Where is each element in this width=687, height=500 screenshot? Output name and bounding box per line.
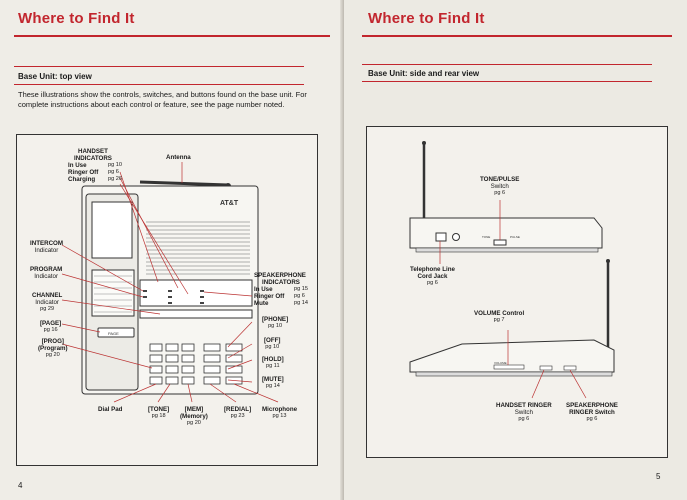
- callout-leader-lines: [61, 162, 279, 403]
- title-rule: [14, 35, 330, 37]
- mute-key-callout: [MUTE]pg 14: [262, 376, 284, 389]
- section-rule: [14, 66, 304, 67]
- dc-jack-drawing: [452, 233, 460, 241]
- section-rule: [14, 84, 304, 85]
- handset-ringer-switch-drawing: [539, 365, 553, 371]
- prog-key-callout: [PROG](Program)pg 20: [38, 338, 68, 358]
- antenna-callout: Antenna: [166, 154, 191, 161]
- tone-marking: TONE: [482, 235, 490, 239]
- tone-key-callout: [TONE]pg 18: [148, 406, 170, 419]
- side-rear-illustration-frame: [366, 126, 668, 458]
- channel-strip-drawing: [139, 309, 253, 319]
- page-title: Where to Find It: [18, 10, 135, 27]
- volume-marking: VOLUME: [494, 361, 507, 365]
- page-key-text: PAGE: [108, 331, 119, 336]
- brand-logo: AT&T: [220, 200, 239, 207]
- dial-pad-callout: Dial Pad: [98, 406, 123, 413]
- page-number: 5: [656, 472, 661, 481]
- off-key-callout: [OFF]pg 10: [264, 337, 281, 350]
- section-rule: [362, 64, 652, 65]
- top-view-illustration: AT&T PAGE: [61, 162, 279, 403]
- page-title: Where to Find It: [368, 10, 485, 27]
- tone-pulse-switch-drawing: [493, 239, 507, 246]
- side-body-drawing: [409, 339, 615, 373]
- hold-key-callout: [HOLD]pg 11: [262, 356, 284, 369]
- handset-display-drawing: [91, 201, 133, 259]
- section-rule: [362, 81, 652, 82]
- left-page: Where to Find It Base Unit: top view The…: [0, 0, 344, 500]
- indicator-panel-rows: [143, 290, 204, 304]
- volume-control-drawing: [493, 364, 525, 370]
- pulse-marking: PULSE: [510, 235, 520, 239]
- line-jack-drawing: [435, 232, 447, 242]
- intro-text: These illustrations show the controls, s…: [18, 90, 307, 109]
- redial-key-callout: [REDIAL]pg 23: [224, 406, 252, 419]
- section-heading: Base Unit: side and rear view: [368, 69, 480, 78]
- antenna-drawing: [139, 180, 229, 187]
- section-heading: Base Unit: top view: [18, 72, 92, 81]
- rear-body-drawing: [409, 217, 603, 249]
- page-key-callout: [PAGE]pg 16: [40, 320, 62, 333]
- right-page: Where to Find It Base Unit: side and rea…: [344, 0, 687, 500]
- indicator-panel-drawing: [139, 279, 253, 307]
- page-number: 4: [18, 481, 23, 490]
- title-rule: [362, 35, 672, 37]
- phone-key-callout: [PHONE]pg 10: [262, 316, 289, 329]
- speakerphone-ringer-switch-drawing: [563, 365, 577, 371]
- side-rear-illustration: TONE PULSE VOLUME: [409, 141, 615, 399]
- mem-key-callout: [MEM](Memory)pg 20: [180, 406, 208, 426]
- speaker-grille-drawing: [146, 221, 250, 275]
- page-key-drawing: [97, 327, 135, 338]
- memory-directory-drawing: [91, 269, 135, 317]
- callout-leader-lines: [439, 200, 587, 399]
